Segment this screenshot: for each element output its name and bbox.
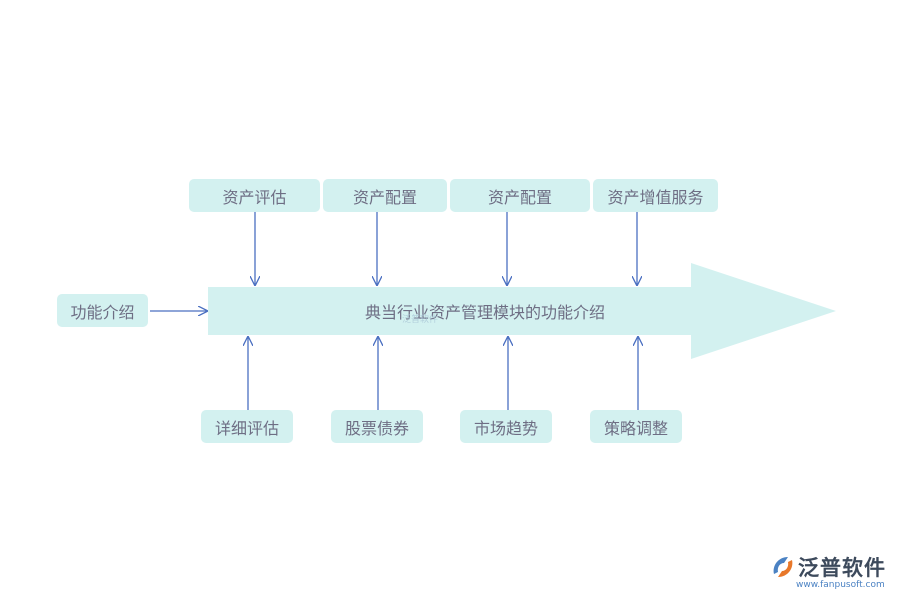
spine-title: 典当行业资产管理模块的功能介绍 — [364, 303, 605, 322]
top-box-asset-evaluation: 资产评估 — [189, 179, 320, 212]
brand-logo-name: 泛普软件 — [798, 556, 886, 580]
input-box-function-intro: 功能介绍 — [57, 294, 148, 327]
brand-logo-url: www.fanpusoft.com — [796, 580, 885, 590]
top-box-asset-allocation-2: 资产配置 — [450, 179, 590, 212]
top-box-asset-allocation-1: 资产配置 — [323, 179, 447, 212]
bottom-box-market-trend: 市场趋势 — [460, 410, 552, 443]
bottom-box-detailed-evaluation: 详细评估 — [201, 410, 293, 443]
top-box-asset-value-added-service: 资产增值服务 — [593, 179, 718, 212]
main-spine-arrow — [208, 263, 836, 359]
brand-logo: 泛普软件 www.fanpusoft.com — [770, 552, 895, 592]
watermark: 泛普软件 — [402, 315, 439, 325]
bottom-box-strategy-adjustment: 策略调整 — [590, 410, 682, 443]
brand-logo-icon — [773, 557, 793, 577]
bottom-box-stocks-bonds: 股票债券 — [331, 410, 423, 443]
